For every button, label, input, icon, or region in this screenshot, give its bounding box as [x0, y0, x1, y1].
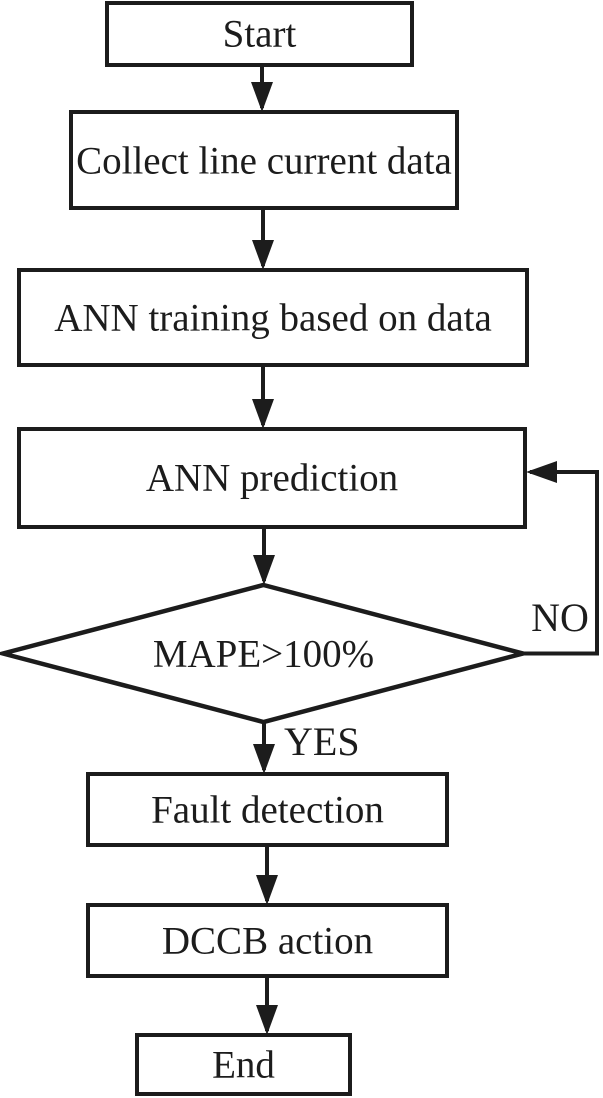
node-decision-label: MAPE>100% — [153, 633, 374, 676]
node-collect: Collect line current data — [69, 110, 459, 210]
arrowhead-down — [256, 875, 278, 905]
edge-start-collect — [251, 65, 273, 112]
node-fault: Fault detection — [86, 772, 449, 847]
arrowhead-down — [253, 555, 275, 585]
node-train-label: ANN training based on data — [54, 297, 492, 340]
node-dccb-label: DCCB action — [162, 920, 373, 963]
node-dccb: DCCB action — [86, 903, 449, 978]
edge-label-no: NO — [531, 595, 589, 640]
node-start: Start — [105, 1, 414, 67]
node-train: ANN training based on data — [17, 268, 529, 367]
edge-fault-dccb — [256, 845, 278, 905]
node-predict: ANN prediction — [17, 427, 527, 529]
node-end-label: End — [212, 1044, 275, 1087]
arrowhead-down — [253, 744, 275, 774]
node-end: End — [135, 1033, 352, 1096]
edge-dccb-end — [256, 976, 278, 1035]
arrowhead-down — [252, 399, 274, 429]
arrowhead-left — [526, 461, 557, 483]
edge-decision-fault-yes: YES — [253, 719, 360, 774]
arrowhead-down — [251, 82, 273, 112]
edge-decision-predict-no: NO — [523, 461, 599, 656]
edge-collect-train — [252, 208, 274, 270]
node-collect-label: Collect line current data — [76, 140, 452, 183]
arrowhead-down — [252, 240, 274, 270]
node-predict-label: ANN prediction — [146, 457, 398, 500]
arrowhead-down — [256, 1005, 278, 1035]
edge-predict-decision — [253, 527, 275, 585]
edge-train-predict — [252, 365, 274, 429]
edge-label-yes: YES — [284, 719, 360, 764]
node-decision: MAPE>100% — [0, 582, 532, 725]
node-fault-label: Fault detection — [151, 789, 384, 832]
node-start-label: Start — [223, 13, 297, 56]
